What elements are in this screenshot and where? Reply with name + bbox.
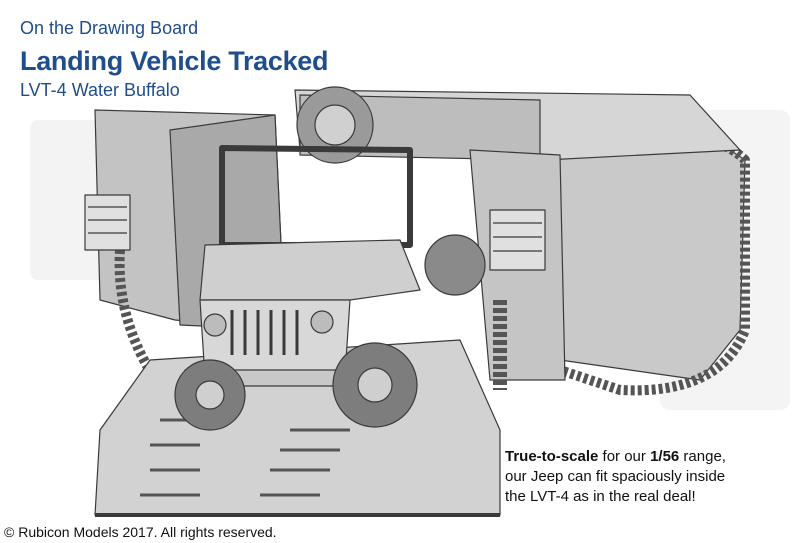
- caption-line-2: our Jeep can fit spaciously inside: [505, 468, 726, 485]
- jeep-wheel-rear: [424, 234, 486, 296]
- vent-right: [489, 209, 546, 271]
- jeep-headlight-left: [203, 313, 227, 337]
- caption: True-to-scale for our 1/56 range, our Je…: [505, 447, 795, 507]
- jeep-grille: [230, 310, 299, 355]
- page-subtitle: LVT-4 Water Buffalo: [20, 80, 180, 100]
- jeep-hood: [199, 239, 421, 301]
- vent-left: [84, 194, 131, 251]
- page-title: Landing Vehicle Tracked: [20, 46, 329, 76]
- hull-right-side: [539, 129, 746, 381]
- caption-line-1: True-to-scale for our 1/56 range,: [505, 448, 726, 465]
- caption-line-3: the LVT-4 as in the real deal!: [505, 488, 696, 505]
- ramp-slats: [140, 418, 350, 497]
- copyright-footer: © Rubicon Models 2017. All rights reserv…: [4, 524, 277, 540]
- track-left: [114, 249, 261, 415]
- header-kicker: On the Drawing Board: [20, 18, 199, 38]
- jeep-windshield-frame: [219, 145, 413, 248]
- jeep-headlight-right: [310, 310, 334, 334]
